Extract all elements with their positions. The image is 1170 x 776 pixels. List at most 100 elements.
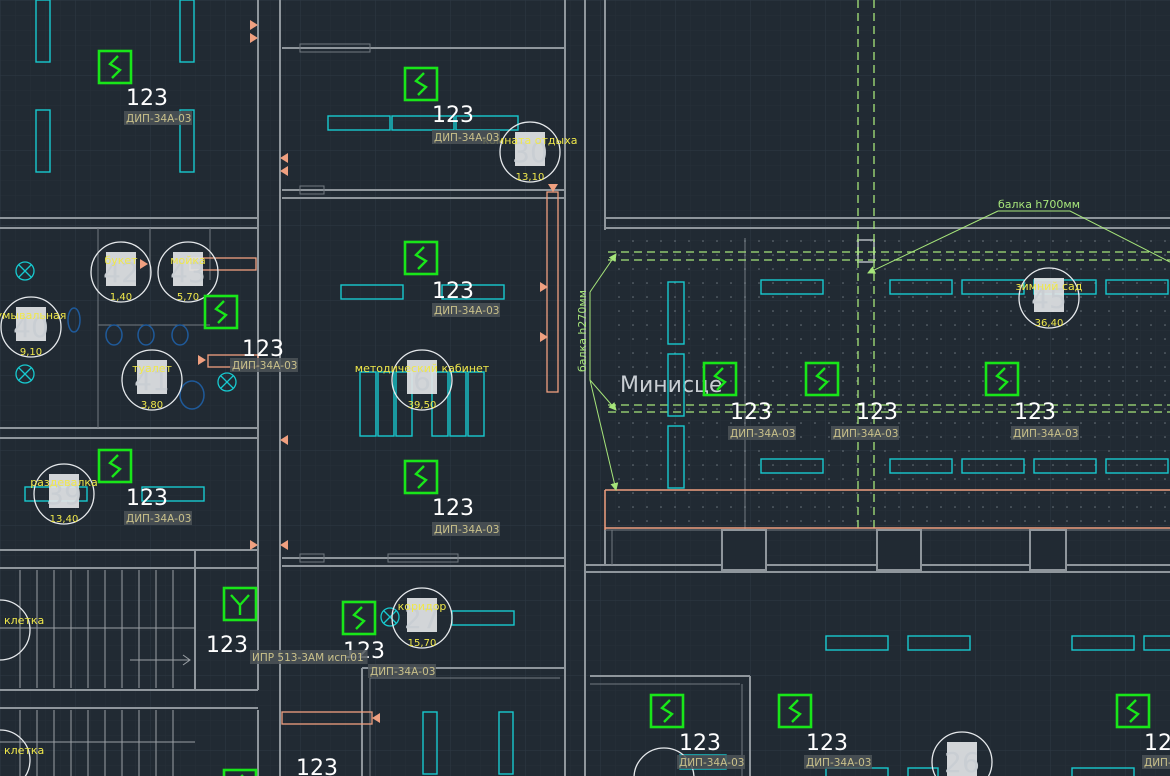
room-area: 1,40 xyxy=(110,292,132,303)
room-name: туалет xyxy=(132,362,172,375)
smoke-detector-icon xyxy=(403,66,439,102)
detector-number: 123 xyxy=(432,496,474,521)
detector-label-bg xyxy=(831,426,899,440)
smoke-detector-icon xyxy=(97,49,133,85)
room-number: 30 xyxy=(512,136,548,169)
room-name: комната отдыха xyxy=(483,134,578,147)
smoke-detector-icon xyxy=(777,693,813,729)
zigzag-icon xyxy=(414,465,428,489)
lamp-icon xyxy=(15,364,35,384)
room-number: 41 xyxy=(134,364,170,397)
detector-label: ДИП-34А-03 xyxy=(1013,428,1078,440)
room-number: 27 xyxy=(404,602,440,635)
detector-label: ДИП-34А-03 xyxy=(679,757,744,769)
room-marker[interactable]: 26 xyxy=(931,731,993,776)
room-marker[interactable] xyxy=(633,747,695,776)
room-name: зимний сад xyxy=(1016,280,1083,293)
detector-label: ИПР 513-3АМ исп.01 xyxy=(252,652,364,664)
room-area: 13,10 xyxy=(516,172,545,183)
room-number-plate xyxy=(947,742,977,776)
y-icon xyxy=(230,594,250,615)
room-name: умывальная xyxy=(0,309,66,322)
room-circle xyxy=(0,296,62,358)
detector-number: 123 xyxy=(730,400,772,425)
zigzag-icon xyxy=(713,367,727,391)
detector-label: ДИП-34А-03 xyxy=(232,360,297,372)
room-circle xyxy=(0,599,31,661)
detector-label-bg xyxy=(432,522,500,536)
smoke-detector-icon xyxy=(403,240,439,276)
zigzag-icon xyxy=(815,367,829,391)
lamp-icon xyxy=(15,261,35,281)
zigzag-icon xyxy=(1126,699,1140,723)
detector-number: 123 xyxy=(806,731,848,756)
detector-label: ДИП-34А-03 xyxy=(126,513,191,525)
smoke-detector-icon xyxy=(702,361,738,397)
room-circle xyxy=(121,349,183,411)
detector-label: ДИП-34А-03 xyxy=(434,132,499,144)
detector-label: ДИП-34А-03 xyxy=(434,524,499,536)
detector-number: 123 xyxy=(296,756,338,776)
room-name: раздевалка xyxy=(30,476,98,489)
detector-number: 123 xyxy=(432,279,474,304)
room-marker[interactable]: клетка xyxy=(0,729,44,776)
room-circle xyxy=(33,463,95,525)
zigzag-icon xyxy=(788,699,802,723)
beam-left-label: балка h270мм xyxy=(576,290,589,372)
light-fixtures xyxy=(24,0,1170,776)
room-area: 3,80 xyxy=(141,400,163,411)
smoke-detector-icon xyxy=(804,361,840,397)
room-number: 45 xyxy=(1031,282,1067,315)
room-name: коридор xyxy=(398,600,447,613)
smoke-detector-icon xyxy=(1115,693,1151,729)
detector-label: ДИП-34А-03 xyxy=(1144,757,1170,769)
detector-label-bg xyxy=(804,755,872,769)
room-circle xyxy=(391,587,453,649)
smoke-detector-icon xyxy=(341,600,377,636)
beam-top-label: балка h700мм xyxy=(998,198,1080,211)
smoke-detector[interactable]: 123 xyxy=(222,756,338,776)
room-area: 15,70 xyxy=(408,638,437,649)
room-number: 39 xyxy=(46,478,82,511)
detector-label-bg xyxy=(1011,426,1079,440)
room-marker[interactable]: клетка xyxy=(0,599,44,661)
beam-annotations: балка h700мм балка h270мм Минисце xyxy=(576,198,1170,491)
room-number: 6 xyxy=(413,364,431,397)
detector-label: ДИП-34А-03 xyxy=(730,428,795,440)
room-name: клетка xyxy=(4,744,44,757)
room-number-plate xyxy=(515,132,545,166)
room-circle xyxy=(1018,267,1080,329)
detector-number: 123 xyxy=(126,486,168,511)
zigzag-icon xyxy=(414,246,428,270)
room-circle xyxy=(633,747,695,776)
detector-label-bg xyxy=(124,511,192,525)
smoke-detector-icon xyxy=(222,768,258,776)
room-name: клетка xyxy=(4,614,44,627)
room-circle xyxy=(0,729,31,776)
